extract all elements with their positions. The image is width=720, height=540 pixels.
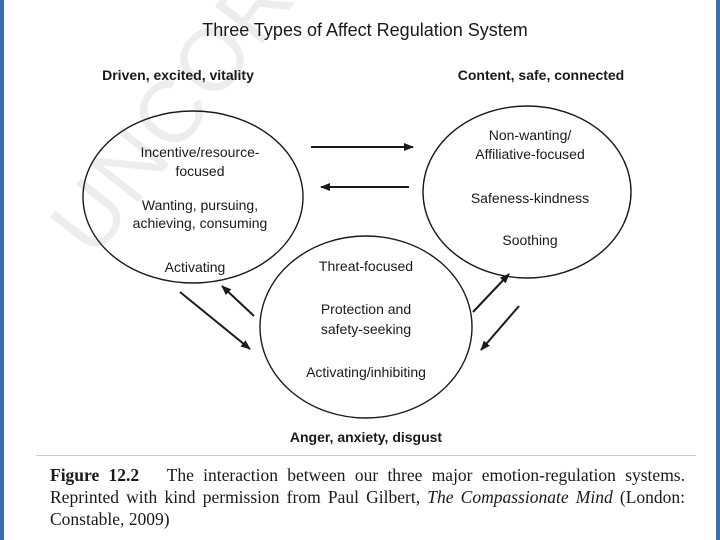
threat-circle — [259, 235, 473, 419]
caption-text-2: (London: Constable, 2009) — [50, 487, 686, 529]
caption-separator — [36, 455, 696, 456]
soothe-line3: Safeness-kindness — [470, 190, 590, 206]
caption-book-title: The Compassionate Mind — [427, 487, 613, 507]
drive-line3: Wanting, pursuing, — [141, 197, 259, 213]
threat-line3: safety-seeking — [320, 321, 412, 337]
left-frame-border — [0, 0, 4, 540]
soothe-line4: Soothing — [502, 232, 558, 248]
caption-text-1: The interaction between our three major … — [50, 465, 685, 507]
soothe-circle — [422, 105, 632, 279]
figure-caption: Figure 12.2 The interaction between our … — [50, 464, 685, 530]
arrow-threat-to-soothe — [472, 273, 510, 313]
drive-line5: Activating — [164, 259, 226, 275]
drive-line2: focused — [175, 163, 225, 179]
threat-line1: Threat-focused — [318, 258, 414, 274]
drive-line4: achieving, consuming — [132, 215, 268, 231]
drive-header: Driven, excited, vitality — [102, 67, 254, 83]
soothe-header: Content, safe, connected — [457, 67, 625, 83]
right-frame-border — [716, 0, 720, 540]
figure-label: Figure 12.2 — [50, 465, 140, 485]
threat-header: Anger, anxiety, disgust — [289, 429, 443, 445]
threat-line4: Activating/inhibiting — [306, 364, 426, 380]
soothe-line2: Affiliative-focused — [475, 146, 585, 162]
soothe-line1: Non-wanting/ — [488, 127, 572, 143]
drive-line1: Incentive/resource- — [140, 144, 260, 160]
arrow-drive-to-threat — [179, 291, 251, 350]
threat-line2: Protection and — [320, 301, 412, 317]
drive-circle — [82, 110, 304, 284]
diagram-title: Three Types of Affect Regulation System — [202, 20, 528, 40]
arrow-threat-to-drive — [221, 285, 255, 317]
arrow-soothe-to-threat — [480, 305, 520, 351]
